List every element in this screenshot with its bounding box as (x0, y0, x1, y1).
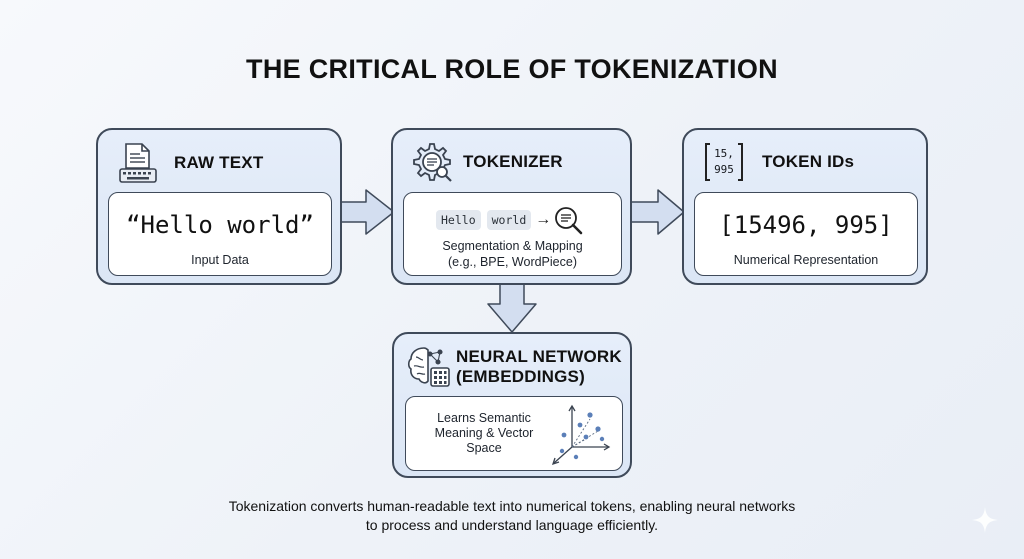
token-ids-value: [15496, 995] (719, 211, 893, 239)
arrow-tokenizer-to-ids (630, 189, 685, 235)
page-title: THE CRITICAL ROLE OF TOKENIZATION (246, 54, 778, 84)
raw-text-inner: “Hello world” Input Data (108, 192, 332, 276)
neural-line1: Learns Semantic (437, 411, 531, 425)
tokenizer-line1: Segmentation & Mapping (442, 239, 583, 253)
tokenizer-inner: Hello world → Segmentation & Mapping (e.… (403, 192, 622, 276)
arrow-raw-to-tokenizer (336, 189, 395, 235)
neural-text-block: Learns Semantic Meaning & Vector Space (414, 411, 554, 456)
sparkle-icon (972, 507, 998, 533)
bracket-icon-line2: 995 (714, 163, 734, 176)
neural-inner: Learns Semantic Meaning & Vector Space (405, 396, 623, 471)
bracket-matrix-icon: 15, 995 (704, 142, 744, 182)
neural-network-card: NEURAL NETWORK (EMBEDDINGS) Learns Seman… (392, 332, 632, 478)
raw-text-sample: “Hello world” (126, 211, 314, 239)
token-ids-label: TOKEN IDs (762, 152, 855, 171)
neural-label-line2: (EMBEDDINGS) (456, 367, 585, 386)
raw-text-caption: Input Data (191, 253, 249, 267)
footer-caption: Tokenization converts human-readable tex… (0, 497, 1024, 535)
token-chip: world (486, 210, 532, 230)
footer-line1: Tokenization converts human-readable tex… (228, 498, 796, 514)
token-ids-inner: [15496, 995] Numerical Representation (694, 192, 918, 276)
brain-chip-icon (407, 347, 450, 387)
bracket-icon-line1: 15, (714, 147, 734, 160)
tokenizer-card: TOKENIZER Hello world → Segmentation & M… (391, 128, 632, 285)
arrow-glyph: → (535, 211, 552, 228)
token-chip: Hello (436, 210, 481, 230)
tokenizer-label: TOKENIZER (463, 152, 563, 171)
footer-line2: to process and understand language effic… (365, 517, 659, 533)
neural-label-line1: NEURAL NETWORK (456, 347, 622, 366)
raw-text-label: RAW TEXT (174, 153, 264, 172)
neural-line3: Space (466, 441, 502, 455)
gear-document-icon (413, 143, 452, 182)
raw-text-card: RAW TEXT “Hello world” Input Data (96, 128, 342, 285)
vector-space-icon (551, 404, 611, 466)
token-row: Hello world → (436, 205, 587, 235)
document-keyboard-icon (119, 143, 157, 183)
tokenizer-line2: (e.g., BPE, WordPiece) (448, 255, 577, 269)
arrow-tokenizer-to-neural (487, 282, 537, 333)
token-ids-caption: Numerical Representation (733, 253, 879, 267)
neural-line2: Meaning & Vector (434, 426, 534, 440)
magnifier-icon (555, 207, 583, 235)
token-ids-card: 15, 995 TOKEN IDs [15496, 995] Numerical… (682, 128, 928, 285)
